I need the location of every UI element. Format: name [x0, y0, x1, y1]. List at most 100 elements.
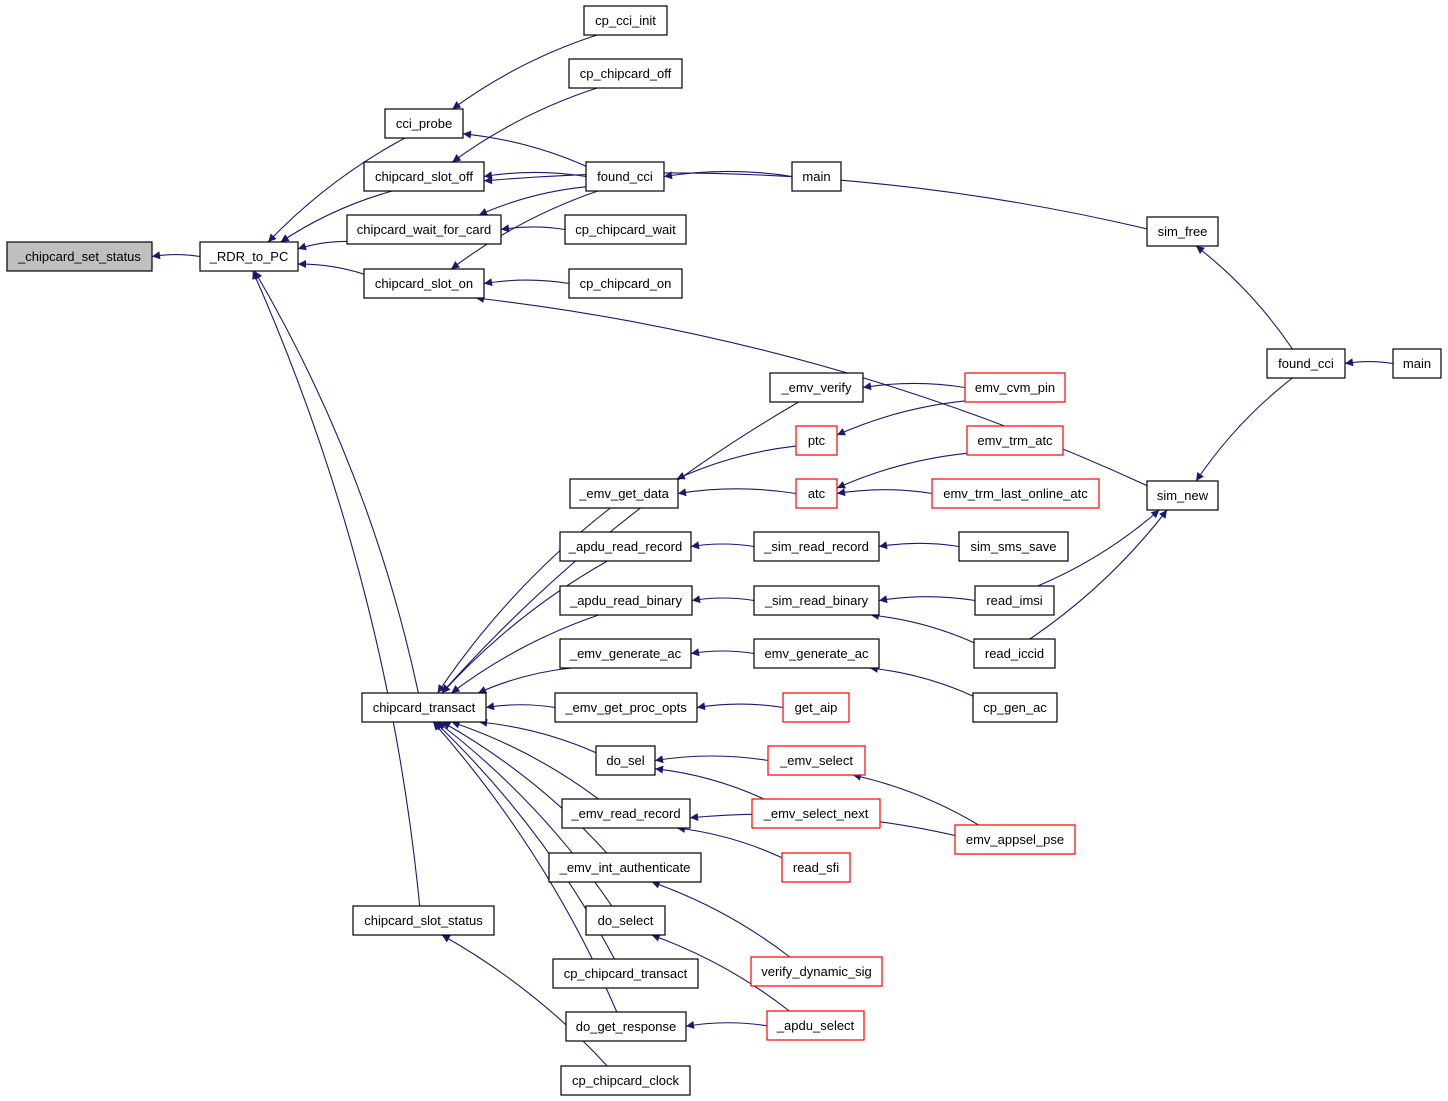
node-box[interactable]: [561, 798, 691, 829]
node-box[interactable]: [361, 692, 487, 723]
node-box[interactable]: [559, 585, 693, 616]
node-box[interactable]: [583, 5, 668, 36]
node-emv-trm-atc[interactable]: emv_trm_atc: [966, 425, 1064, 456]
node-verify-dyn-sig[interactable]: verify_dynamic_sig: [750, 956, 883, 987]
node-atc[interactable]: atc: [795, 478, 838, 509]
node-box[interactable]: [954, 824, 1076, 855]
node-box[interactable]: [1266, 348, 1346, 379]
node-cp-chipcard-transact[interactable]: cp_chipcard_transact: [552, 958, 699, 989]
node-box[interactable]: [560, 1065, 691, 1096]
node-found-cci-b[interactable]: found_cci: [1266, 348, 1346, 379]
node-cci-probe[interactable]: cci_probe: [384, 108, 464, 139]
node-sim-read-binary[interactable]: _sim_read_binary: [753, 585, 880, 616]
node-box[interactable]: [782, 692, 850, 723]
node-box[interactable]: [352, 905, 495, 936]
node-box[interactable]: [559, 531, 692, 562]
node-do-select[interactable]: do_select: [585, 905, 666, 936]
node-box[interactable]: [554, 692, 698, 723]
node-box[interactable]: [1392, 348, 1442, 379]
node-box[interactable]: [568, 58, 683, 89]
node-emv-get-data[interactable]: _emv_get_data: [569, 478, 679, 509]
node-box[interactable]: [363, 161, 485, 192]
node-box[interactable]: [1146, 216, 1219, 247]
node-box[interactable]: [552, 958, 699, 989]
node-box[interactable]: [548, 852, 702, 883]
node-box[interactable]: [559, 638, 692, 669]
node-box[interactable]: [750, 956, 883, 987]
node-box[interactable]: [585, 905, 666, 936]
node-transact[interactable]: chipcard_transact: [361, 692, 487, 723]
node-box[interactable]: [1146, 480, 1219, 511]
node-box[interactable]: [384, 108, 464, 139]
node-box[interactable]: [585, 161, 665, 192]
node-cp-cci-init[interactable]: cp_cci_init: [583, 5, 668, 36]
node-box[interactable]: [964, 372, 1066, 403]
node-cp-chipcard-wait[interactable]: cp_chipcard_wait: [564, 214, 687, 245]
node-box[interactable]: [753, 531, 880, 562]
node-emv-appsel-pse[interactable]: emv_appsel_pse: [954, 824, 1076, 855]
node-sim-read-record[interactable]: _sim_read_record: [753, 531, 880, 562]
node-emv-verify[interactable]: _emv_verify: [769, 372, 864, 403]
node-cp-chipcard-on[interactable]: cp_chipcard_on: [568, 268, 683, 299]
node-slot-on[interactable]: chipcard_slot_on: [363, 268, 485, 299]
node-apdu-read-record[interactable]: _apdu_read_record: [559, 531, 692, 562]
node-emv-read-record[interactable]: _emv_read_record: [561, 798, 691, 829]
node-emv-generate-ac[interactable]: emv_generate_ac: [753, 638, 880, 669]
node-box[interactable]: [769, 372, 864, 403]
node-box[interactable]: [766, 1010, 865, 1041]
node-main-a[interactable]: main: [791, 161, 842, 192]
node-main-b[interactable]: main: [1392, 348, 1442, 379]
node-wait-for-card[interactable]: chipcard_wait_for_card: [346, 214, 502, 245]
node-emv-generate-ac-u[interactable]: _emv_generate_ac: [559, 638, 692, 669]
node-box[interactable]: [972, 692, 1058, 723]
node-box[interactable]: [781, 852, 851, 883]
node-box[interactable]: [795, 478, 838, 509]
node-emv-select-next[interactable]: _emv_select_next: [751, 798, 881, 829]
node-box[interactable]: [753, 585, 880, 616]
node-cp-chipcard-off[interactable]: cp_chipcard_off: [568, 58, 683, 89]
node-slot-off[interactable]: chipcard_slot_off: [363, 161, 485, 192]
node-box[interactable]: [958, 531, 1069, 562]
node-read-sfi[interactable]: read_sfi: [781, 852, 851, 883]
node-sim-sms-save[interactable]: sim_sms_save: [958, 531, 1069, 562]
node-read-imsi[interactable]: read_imsi: [974, 585, 1055, 616]
node-box[interactable]: [973, 638, 1056, 669]
node-sim-free[interactable]: sim_free: [1146, 216, 1219, 247]
node-box[interactable]: [795, 425, 838, 456]
node-found-cci-a[interactable]: found_cci: [585, 161, 665, 192]
node-box[interactable]: [363, 268, 485, 299]
node-box[interactable]: [753, 638, 880, 669]
node-slot-status[interactable]: chipcard_slot_status: [352, 905, 495, 936]
node-read-iccid[interactable]: read_iccid: [973, 638, 1056, 669]
node-box[interactable]: [6, 241, 153, 272]
node-ptc[interactable]: ptc: [795, 425, 838, 456]
node-emv-trm-last[interactable]: emv_trm_last_online_atc: [931, 478, 1100, 509]
node-box[interactable]: [564, 214, 687, 245]
node-box[interactable]: [565, 1011, 687, 1042]
node-emv-int-auth[interactable]: _emv_int_authenticate: [548, 852, 702, 883]
node-cp-chipcard-clock[interactable]: cp_chipcard_clock: [560, 1065, 691, 1096]
node-box[interactable]: [751, 798, 881, 829]
node-do-get-response[interactable]: do_get_response: [565, 1011, 687, 1042]
node-apdu-select[interactable]: _apdu_select: [766, 1010, 865, 1041]
node-set-status[interactable]: _chipcard_set_status: [6, 241, 153, 272]
node-apdu-read-binary[interactable]: _apdu_read_binary: [559, 585, 693, 616]
node-cp-gen-ac[interactable]: cp_gen_ac: [972, 692, 1058, 723]
node-box[interactable]: [346, 214, 502, 245]
node-emv-get-proc-opts[interactable]: _emv_get_proc_opts: [554, 692, 698, 723]
node-rdr-to-pc[interactable]: _RDR_to_PC: [199, 241, 299, 272]
node-box[interactable]: [767, 745, 866, 776]
node-do-sel[interactable]: do_sel: [595, 745, 656, 776]
node-box[interactable]: [791, 161, 842, 192]
node-box[interactable]: [966, 425, 1064, 456]
node-box[interactable]: [974, 585, 1055, 616]
node-emv-select[interactable]: _emv_select: [767, 745, 866, 776]
node-get-aip[interactable]: get_aip: [782, 692, 850, 723]
node-box[interactable]: [568, 268, 683, 299]
node-box[interactable]: [931, 478, 1100, 509]
node-box[interactable]: [199, 241, 299, 272]
node-emv-cvm-pin[interactable]: emv_cvm_pin: [964, 372, 1066, 403]
node-box[interactable]: [569, 478, 679, 509]
node-sim-new[interactable]: sim_new: [1146, 480, 1219, 511]
node-box[interactable]: [595, 745, 656, 776]
